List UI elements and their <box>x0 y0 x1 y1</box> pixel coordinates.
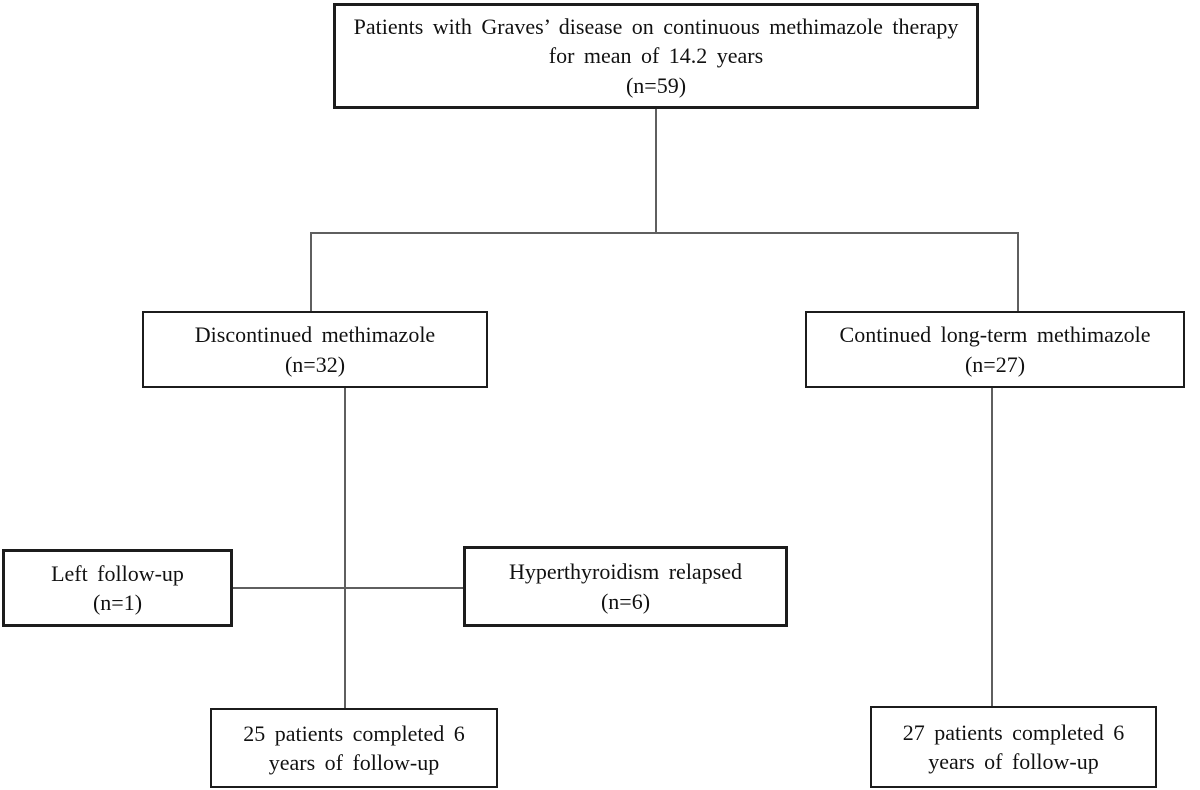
connector-left-branch-drop <box>310 232 312 312</box>
node-root: Patients with Graves’ disease on continu… <box>333 3 979 109</box>
connector-root-stem <box>655 109 657 233</box>
node-completed-right-label: 27 patients completed 6 years of follow-… <box>902 719 1125 774</box>
node-left-followup-count: (n=1) <box>92 590 143 615</box>
connector-continued-stem <box>991 388 993 707</box>
node-discontinued-label: Discontinued methimazole <box>194 322 436 348</box>
node-left-followup-label: Left follow-up <box>51 560 184 586</box>
node-left-followup: Left follow-up (n=1) <box>2 549 233 627</box>
node-root-label: Patients with Graves’ disease on continu… <box>353 14 959 69</box>
node-continued-methimazole: Continued long-term methimazole (n=27) <box>805 311 1185 388</box>
node-hyperthyroidism-relapsed: Hyperthyroidism relapsed (n=6) <box>463 546 788 627</box>
node-continued-count: (n=27) <box>964 351 1026 377</box>
node-relapsed-label: Hyperthyroidism relapsed <box>508 559 743 585</box>
node-completed-left-label: 25 patients completed 6 years of follow-… <box>243 720 465 775</box>
node-root-count: (n=59) <box>625 72 687 98</box>
node-completed-followup-discontinued: 25 patients completed 6 years of follow-… <box>210 708 498 788</box>
node-relapsed-count: (n=6) <box>600 588 651 614</box>
connector-branch-horizontal <box>310 232 1019 234</box>
node-continued-label: Continued long-term methimazole <box>839 322 1151 348</box>
connector-discontinued-stem <box>344 388 346 709</box>
connector-right-branch-drop <box>1017 232 1019 312</box>
connector-exclusions-horizontal <box>232 587 464 589</box>
node-completed-followup-continued: 27 patients completed 6 years of follow-… <box>870 706 1157 788</box>
node-discontinued-methimazole: Discontinued methimazole (n=32) <box>142 311 488 388</box>
node-discontinued-count: (n=32) <box>284 351 346 377</box>
